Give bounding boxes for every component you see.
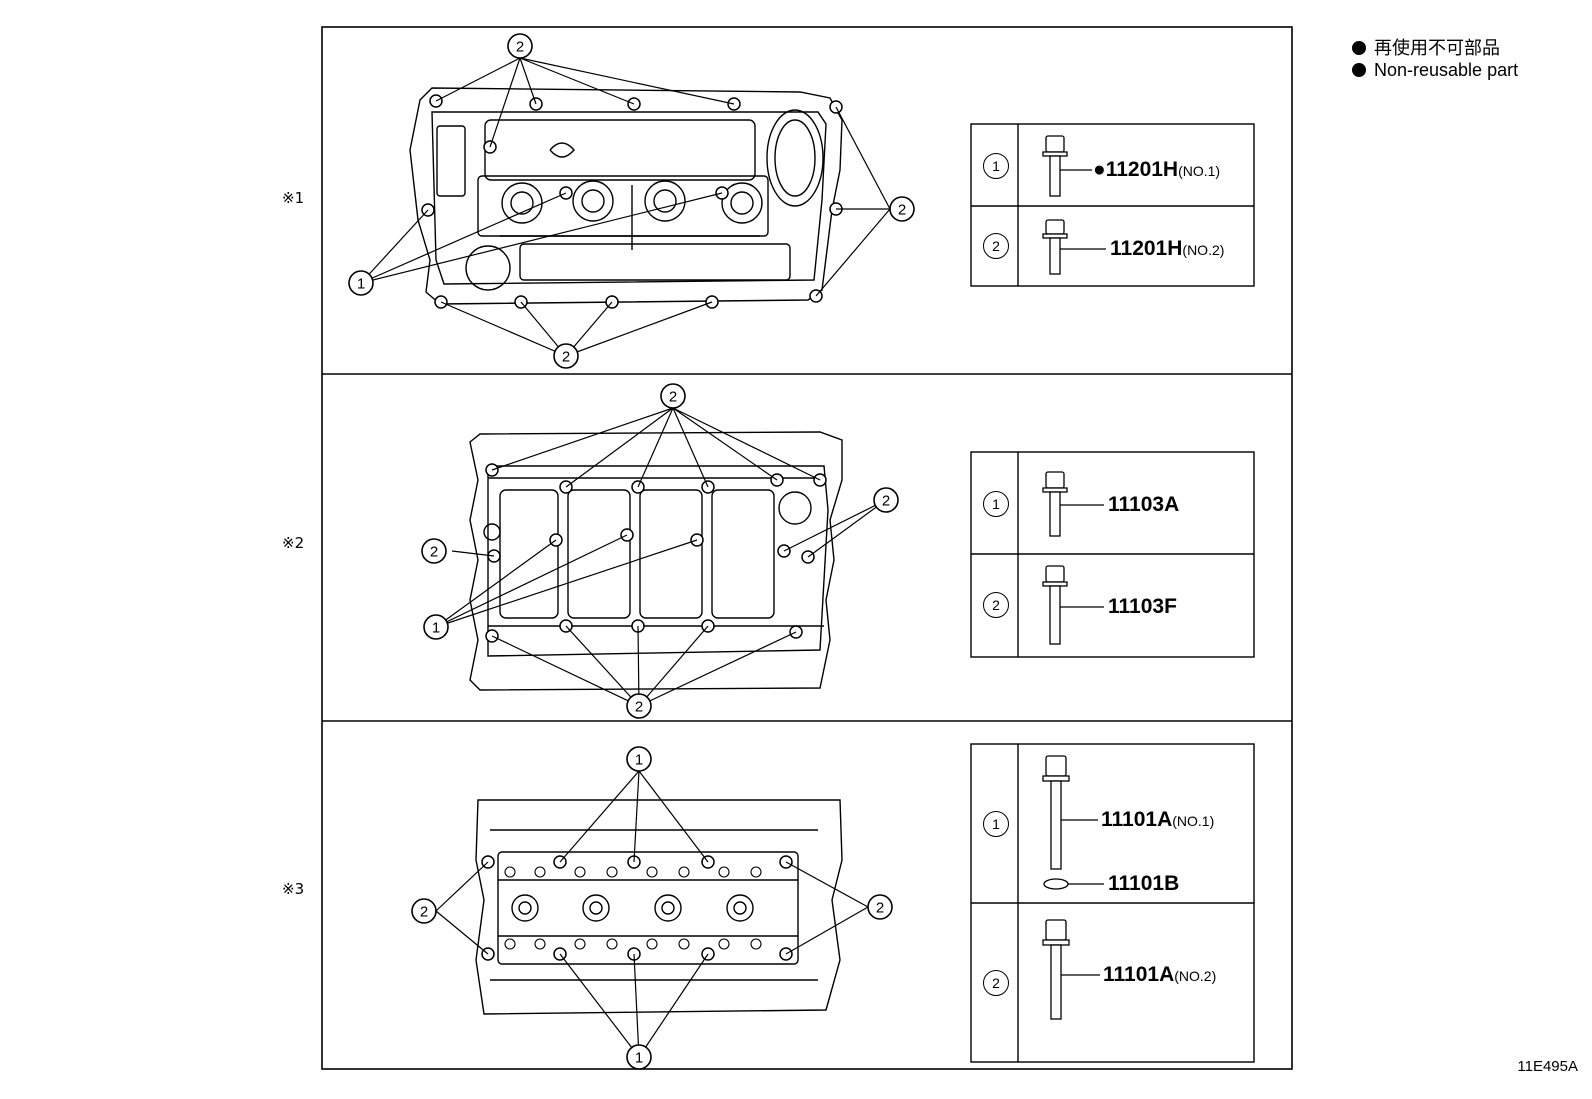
panel-label-1: ※1 [282,189,305,207]
part-number: 11201H [1110,237,1183,260]
part-label-11201h-no1: ●11201H(NO.1) [1093,158,1220,182]
panel3-parts-table [970,743,1255,1063]
figure-id: 11E495A [1517,1058,1578,1075]
legend-item-japanese: 再使用不可部品 [1352,37,1518,59]
panel2-part-leaders [1060,504,1104,608]
panel1-bolt-icons [1042,135,1068,275]
part-number: 11103A [1108,493,1180,516]
row-index-p2-r1: 1 [983,491,1009,517]
legend: 再使用不可部品 Non-reusable part [1352,37,1518,81]
outer-frame [321,26,1293,1070]
part-number: 11103F [1108,595,1177,618]
cylinder-block-drawing [469,431,843,691]
row-index-p3-r2: 2 [983,970,1009,996]
part-number: 11201H [1105,158,1179,181]
part-number: 11101A [1103,963,1175,986]
part-number: 11101B [1108,872,1180,895]
part-label-11103a: 11103A [1108,493,1179,517]
panel3-bolt-icons [1042,755,1070,1020]
panel3-callouts [411,746,893,1070]
cylinder-head-small-bosses [504,866,762,950]
row-index-p1-r1: 1 [983,153,1009,179]
legend-text-japanese: 再使用不可部品 [1374,38,1500,58]
panel-label-2: ※2 [282,534,305,552]
panel2-leader-lines [435,407,887,707]
row-index-p3-r1: 1 [983,811,1009,837]
non-reusable-dot-icon [1352,63,1366,77]
panel1-parts-table [970,123,1255,287]
part-note: (NO.1) [1178,163,1221,179]
part-label-11103f: 11103F [1108,595,1177,619]
panel3-leader-lines [435,770,869,1058]
part-note: (NO.2) [1182,242,1225,258]
part-label-11101a-no1: 11101A(NO.1) [1101,808,1214,832]
panel2-bolt-icons [1042,471,1068,645]
cylinder-head-drawing [475,799,843,1015]
part-label-11101b: 11101B [1108,872,1179,896]
part-note: (NO.2) [1174,968,1217,984]
row-index-p2-r2: 2 [983,592,1009,618]
part-label-11101a-no2: 11101A(NO.2) [1103,963,1216,987]
cylinder-head-cover-drawing [409,87,843,305]
legend-item-english: Non-reusable part [1352,59,1518,81]
panel1-part-leaders [1060,169,1106,250]
part-number: 11101A [1101,808,1173,831]
panel2-parts-table [970,451,1255,658]
part-label-11201h-no2: 11201H(NO.2) [1110,237,1224,261]
non-reusable-marker: ● [1093,158,1106,181]
legend-text-english: Non-reusable part [1374,60,1519,80]
part-note: (NO.1) [1172,813,1215,829]
row-index-p1-r2: 2 [983,233,1009,259]
non-reusable-dot-icon [1352,41,1366,55]
panel3-part-leaders [1061,819,1104,976]
panel-label-3: ※3 [282,880,305,898]
